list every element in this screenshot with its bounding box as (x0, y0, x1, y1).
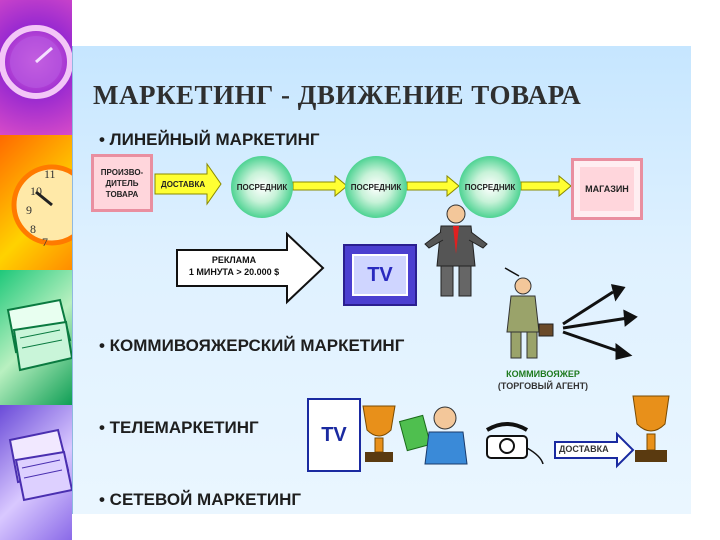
diagram-graphics (154, 162, 670, 469)
slide-title: МАРКЕТИНГ - ДВИЖЕНИЕ ТОВАРА (93, 80, 582, 110)
clock-icon (0, 25, 72, 99)
paper-stack-icon (6, 298, 72, 372)
paper-stack-icon (8, 428, 72, 502)
telephone-icon (485, 422, 544, 465)
businessman-icon (504, 267, 554, 359)
bullet-telemarketing: • ТЕЛЕМАРКЕТИНГ (99, 418, 259, 437)
ad-text: РЕКЛАМА 1 МИНУТА > 20.000 $ (181, 254, 287, 278)
clock-icon (11, 164, 72, 246)
svg-text:8: 8 (30, 222, 36, 236)
tv-box-tele: TV (307, 398, 361, 472)
svg-text:11: 11 (44, 167, 56, 181)
chain-arrow (292, 174, 348, 198)
delivery-label: ДОСТАВКА (161, 180, 206, 189)
agent-title: КОММИВОЯЖЕР (506, 369, 580, 379)
trophy-icon (632, 395, 670, 462)
middleman-circle-3: ПОСРЕДНИК (459, 156, 521, 218)
middleman-circle-2: ПОСРЕДНИК (345, 156, 407, 218)
ad-price: 1 МИНУТА > 20.000 $ (188, 267, 280, 277)
chain-arrow (406, 174, 460, 198)
fan-arrows (562, 284, 638, 360)
tv-tele-label: TV (321, 423, 347, 446)
ad-arrow (176, 231, 325, 305)
tv-label: TV (352, 254, 408, 296)
tv-box-ad: TV (343, 244, 417, 306)
bullet-network-marketing: • СЕТЕВОЙ МАРКЕТИНГ (99, 490, 302, 509)
producer-box: ПРОИЗВО-ДИТЕЛЬ ТОВАРА (91, 154, 153, 212)
bullet-linear-marketing: • ЛИНЕЙНЫЙ МАРКЕТИНГ (99, 130, 320, 149)
delivery-arrow (154, 162, 222, 206)
money-icon (398, 406, 468, 465)
trophy-icon (362, 405, 396, 462)
middleman-label: ПОСРЕДНИК (464, 182, 516, 192)
middleman-circle-1: ПОСРЕДНИК (231, 156, 293, 218)
svg-text:9: 9 (26, 203, 32, 217)
delivery-arrow-outline (554, 431, 635, 469)
chain-arrow (520, 174, 572, 198)
agent-label: КОММИВОЯЖЕР (ТОРГОВЫЙ АГЕНТ) (477, 368, 609, 392)
middleman-label: ПОСРЕДНИК (350, 182, 402, 192)
delivery-label-bottom: ДОСТАВКА (559, 444, 609, 454)
shop-box: МАГАЗИН (571, 158, 643, 220)
slide-panel: МАРКЕТИНГ - ДВИЖЕНИЕ ТОВАРА • ЛИНЕЙНЫЙ М… (72, 46, 691, 514)
agent-subtitle: (ТОРГОВЫЙ АГЕНТ) (497, 381, 589, 391)
businessman-icon (424, 204, 488, 297)
svg-text:7: 7 (42, 235, 48, 249)
producer-label: ПРОИЗВО-ДИТЕЛЬ ТОВАРА (100, 167, 144, 199)
shop-label: МАГАЗИН (585, 184, 629, 194)
ad-title: РЕКЛАМА (211, 255, 257, 265)
decorative-left-strip: 11 10 9 8 7 (0, 0, 72, 540)
bullet-commi-marketing: • КОММИВОЯЖЕРСКИЙ МАРКЕТИНГ (99, 336, 405, 355)
left-strip-art: 11 10 9 8 7 (0, 25, 72, 502)
middleman-label: ПОСРЕДНИК (236, 182, 288, 192)
